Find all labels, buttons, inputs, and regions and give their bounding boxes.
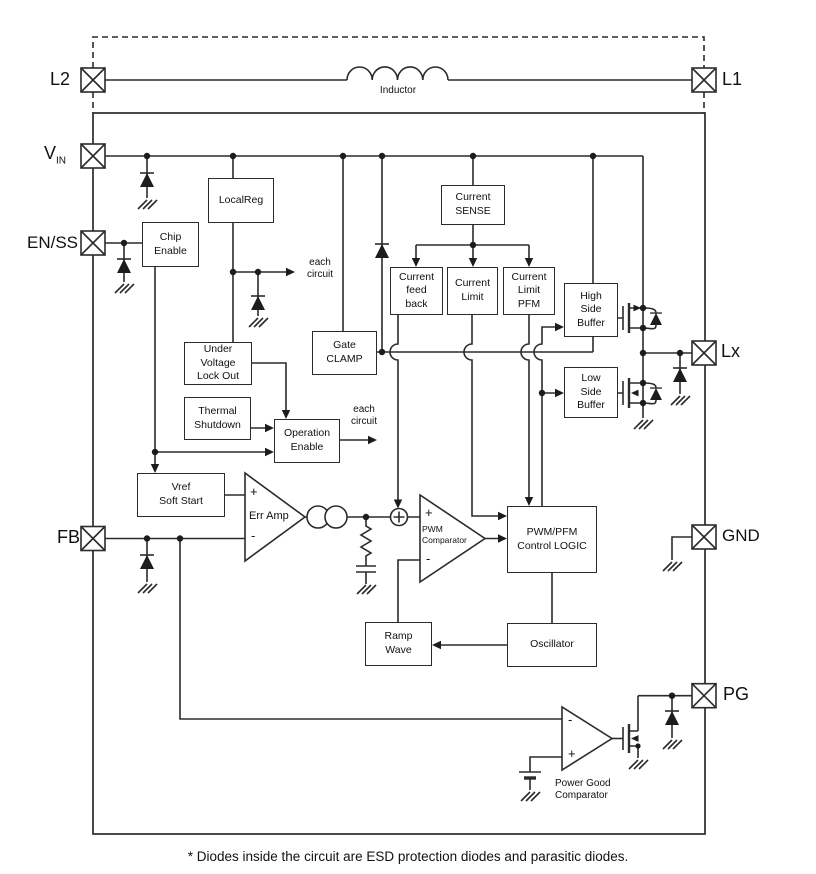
- block-operation-enable: Operation Enable: [274, 419, 340, 463]
- block-vref-soft-start: Vref Soft Start: [137, 473, 225, 517]
- block-current-limit: Current Limit: [447, 267, 498, 315]
- inductor-label: Inductor: [379, 85, 417, 96]
- block-label: Ramp Wave: [384, 630, 413, 656]
- pin-label-enss: EN/SS: [27, 233, 79, 252]
- power-good-comparator-triangle: [561, 705, 614, 772]
- block-label: Vref Soft Start: [159, 481, 203, 507]
- block-label: Current SENSE: [455, 191, 491, 217]
- pwm-comparator-label: PWM Comparator: [422, 524, 467, 546]
- each-circuit-label-enable: each circuit: [350, 404, 378, 427]
- err-amp-minus-sign: -: [251, 528, 256, 543]
- pin-label-vin-sub: IN: [56, 155, 67, 167]
- pwm-comparator-triangle: [419, 493, 487, 584]
- guard-ring-dashed: [92, 36, 705, 113]
- block-label: Chip Enable: [154, 230, 187, 257]
- pin-label-lx: Lx: [721, 341, 741, 361]
- block-localreg: LocalReg: [208, 178, 274, 223]
- block-label: Current Limit: [454, 277, 490, 303]
- pin-label-l2: L2: [50, 69, 71, 89]
- pin-label-l1: L1: [722, 69, 743, 89]
- pin-label-vin: VIN: [44, 143, 66, 168]
- pwm-comparator-plus-sign: +: [425, 505, 433, 520]
- block-label: Oscillator: [530, 638, 574, 651]
- block-gate-clamp: Gate CLAMP: [312, 331, 377, 375]
- junction-dots: [120, 152, 684, 749]
- block-oscillator: Oscillator: [507, 623, 597, 667]
- block-under-voltage-lock-out: Under Voltage Lock Out: [184, 342, 252, 385]
- pin-label-vin-main: V: [44, 143, 57, 163]
- block-label: LocalReg: [218, 193, 264, 206]
- block-current-limit-pfm: Current Limit PFM: [503, 267, 555, 315]
- block-label: Current Limit PFM: [511, 270, 547, 310]
- block-high-side-buffer: High Side Buffer: [564, 283, 618, 337]
- block-thermal-shutdown: Thermal Shutdown: [184, 397, 251, 440]
- block-label: Low Side Buffer: [577, 372, 605, 412]
- pg-mosfet-icon: [622, 695, 639, 758]
- ic-boundary: [92, 112, 706, 835]
- block-current-feed-back: Current feed back: [390, 267, 443, 315]
- block-label: Thermal Shutdown: [194, 404, 241, 431]
- arrowheads: [150, 258, 564, 650]
- block-low-side-buffer: Low Side Buffer: [564, 367, 618, 418]
- block-label: Gate CLAMP: [326, 339, 363, 365]
- pin-enss-icon: [80, 230, 106, 256]
- pin-l1-icon: [691, 67, 717, 93]
- pwm-comparator-minus-sign: -: [426, 551, 431, 566]
- pin-label-fb: FB: [57, 527, 81, 547]
- summing-junction-icon: [389, 507, 409, 527]
- block-label: High Side Buffer: [577, 289, 605, 329]
- err-amp-plus-sign: +: [250, 484, 258, 499]
- block-label: Under Voltage Lock Out: [196, 343, 240, 383]
- gm-stage-icon: [306, 505, 348, 529]
- block-label: PWM/PFM Control LOGIC: [517, 525, 587, 552]
- pin-lx-icon: [691, 340, 717, 366]
- block-chip-enable: Chip Enable: [142, 222, 199, 267]
- pin-pg-icon: [691, 682, 717, 709]
- pin-fb-icon: [80, 525, 106, 552]
- pin-vin-icon: [80, 143, 106, 169]
- pin-label-pg: PG: [723, 684, 750, 704]
- block-label: Current feed back: [398, 270, 434, 310]
- pin-gnd-icon: [691, 524, 717, 550]
- power-good-comparator-label: Power Good Comparator: [555, 778, 611, 801]
- battery-icon: [519, 771, 541, 780]
- esd-diode-footnote: * Diodes inside the circuit are ESD prot…: [187, 849, 629, 864]
- pin-l2-icon: [80, 67, 106, 93]
- err-amp-label: Err Amp: [249, 510, 289, 522]
- block-label: Operation Enable: [283, 427, 331, 453]
- block-pwm-pfm-control-logic: PWM/PFM Control LOGIC: [507, 506, 597, 573]
- pin-label-gnd: GND: [722, 526, 760, 545]
- block-ramp-wave: Ramp Wave: [365, 622, 432, 666]
- power-good-comparator-plus-sign: +: [568, 746, 576, 761]
- power-good-comparator-minus-sign: -: [568, 712, 573, 727]
- err-amp-triangle: [244, 471, 307, 563]
- block-current-sense: Current SENSE: [441, 185, 505, 225]
- each-circuit-label-localreg: each circuit: [306, 257, 334, 280]
- inductor-icon: [105, 66, 692, 81]
